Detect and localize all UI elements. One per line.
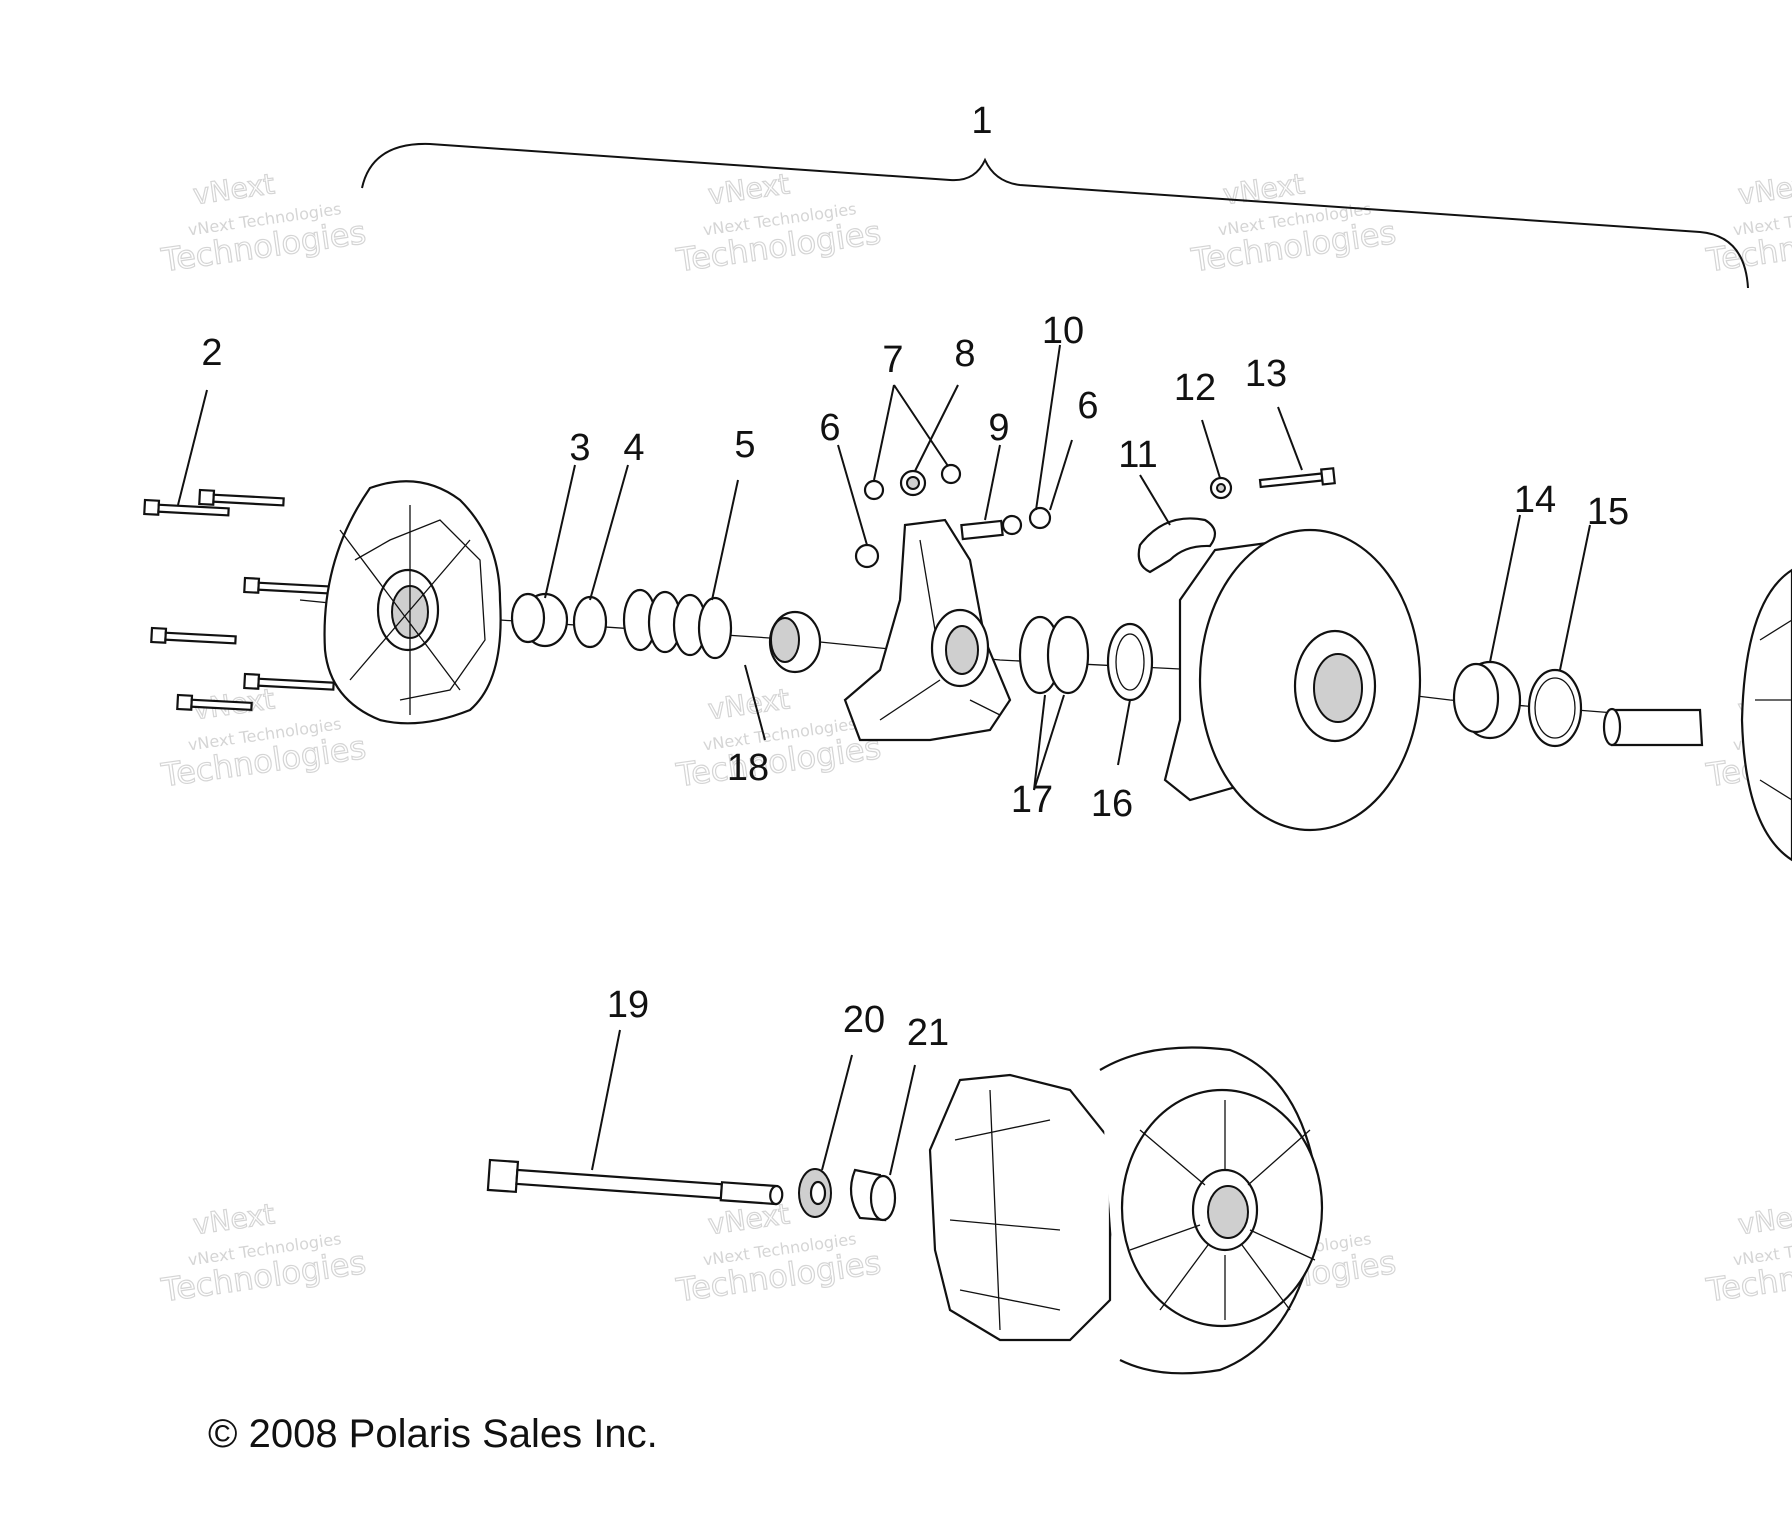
watermark: vNext vNext Technologies Technologies: [158, 167, 369, 280]
svg-text:vNext: vNext: [706, 167, 792, 211]
washer: [863, 479, 885, 501]
assembly-brace: [361, 142, 1749, 289]
roller: [854, 543, 880, 569]
bushing: [510, 592, 569, 648]
callout-2: 2: [201, 332, 222, 374]
o-ring: [572, 595, 608, 649]
callout-4: 4: [623, 427, 644, 469]
callout-11: 11: [1118, 434, 1157, 476]
leader-lines: [177, 344, 1591, 1176]
svg-text:vNext: vNext: [706, 682, 792, 726]
callout-15: 15: [1587, 491, 1629, 533]
svg-text:vNext: vNext: [1736, 167, 1792, 211]
washers: [1018, 615, 1090, 695]
moveable-sheave: [1163, 528, 1422, 832]
callout-21: 21: [907, 1012, 949, 1054]
svg-text:vNext: vNext: [191, 167, 277, 211]
assembled-clutch: [928, 1046, 1324, 1375]
copyright-notice: © 2008 Polaris Sales Inc.: [208, 1412, 658, 1456]
callout-13: 13: [1245, 353, 1287, 395]
svg-text:vNext: vNext: [191, 1197, 277, 1241]
callout-6b: 6: [1077, 385, 1098, 427]
callout-1: 1: [971, 100, 992, 142]
callout-12: 12: [1174, 367, 1216, 409]
callout-8: 8: [954, 333, 975, 375]
spring-seat: [768, 610, 822, 674]
bolts: [143, 488, 335, 712]
bolt-washer: [798, 1168, 832, 1218]
washer: [940, 463, 962, 485]
roller-bushing: [899, 469, 927, 497]
flyweight: [1137, 517, 1217, 574]
watermark: vNext vNext Technologies Technologies: [1703, 1197, 1792, 1310]
watermark: vNext vNext Technologies Technologies: [673, 682, 884, 795]
callouts: 1 2 3 4 5 6 6 7 8 9 10 11 12 13 14 15 16…: [201, 100, 1629, 1054]
callout-16: 16: [1091, 783, 1133, 825]
callout-3: 3: [569, 427, 590, 469]
clutch-cover: [323, 480, 502, 725]
callout-18: 18: [727, 747, 769, 789]
roller: [1028, 506, 1052, 530]
callout-9: 9: [988, 407, 1009, 449]
nut: [1209, 476, 1233, 500]
spacer: [849, 1168, 897, 1222]
watermark: vNext vNext Technologies Technologies: [1703, 167, 1792, 280]
sheave-bushing: [1452, 660, 1522, 740]
retaining-ring: [1527, 668, 1583, 748]
fixed-sheave: [1602, 568, 1792, 862]
pin: [960, 519, 1004, 541]
watermark: vNext vNext Technologies Technologies: [158, 1197, 369, 1310]
spider: [843, 518, 1012, 742]
svg-text:vNext: vNext: [1736, 1197, 1792, 1241]
callout-14: 14: [1514, 479, 1556, 521]
callout-10: 10: [1042, 310, 1084, 352]
watermark: vNext vNext Technologies Technologies: [158, 682, 369, 795]
flyweight-bolt: [1258, 467, 1336, 489]
watermark: vNext vNext Technologies Technologies: [673, 167, 884, 280]
retaining-bolt: [486, 1158, 784, 1206]
callout-17: 17: [1011, 779, 1053, 821]
callout-19: 19: [607, 984, 649, 1026]
callout-20: 20: [843, 999, 885, 1041]
washer: [1001, 514, 1023, 536]
callout-7: 7: [882, 339, 903, 381]
spring: [622, 588, 733, 660]
callout-5: 5: [734, 424, 755, 466]
callout-6a: 6: [819, 407, 840, 449]
seal: [1106, 622, 1154, 702]
watermark: vNext vNext Technologies Technologies: [1188, 167, 1399, 280]
